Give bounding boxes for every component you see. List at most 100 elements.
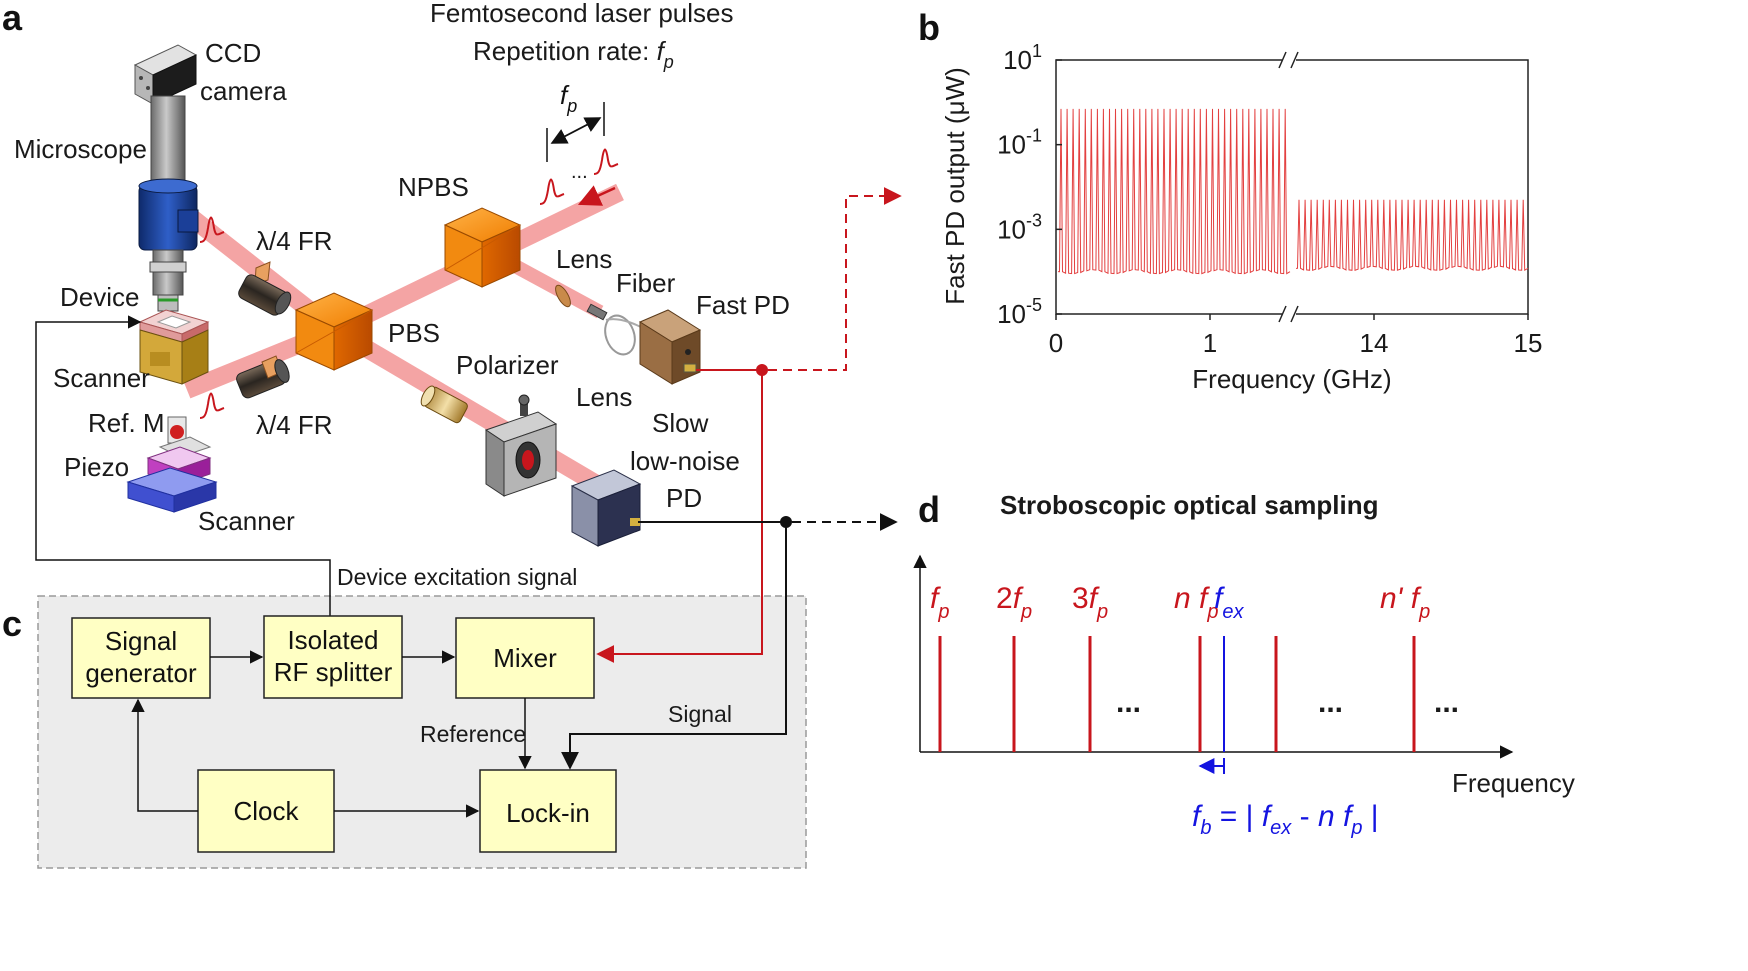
lens-bottom-label: Lens	[576, 382, 632, 412]
fex-label: fex	[1214, 582, 1244, 623]
lens-bottom-icon	[420, 385, 468, 424]
comb-line-label: fp	[930, 582, 949, 623]
x-tick-label: 14	[1360, 328, 1389, 358]
clock-box	[197, 769, 335, 853]
camera-label: camera	[200, 76, 287, 106]
x-tick-label: 0	[1049, 328, 1063, 358]
axis-break-marks	[1278, 51, 1299, 323]
ellipsis-2: ...	[1318, 686, 1343, 719]
y-tick-label: 101	[1003, 41, 1042, 75]
rf-splitter-label-2: RF splitter	[274, 657, 393, 687]
beam-direction-arrow	[577, 185, 616, 206]
pbs-cube-icon	[294, 292, 374, 371]
mixer-box	[455, 617, 595, 699]
polarizer-icon	[484, 394, 558, 497]
comb-segment-2	[1295, 199, 1529, 272]
faraday-rotator-top-icon	[238, 261, 292, 316]
signal-generator-label-2: generator	[85, 658, 197, 688]
lens-top-label: Lens	[556, 244, 612, 274]
panel-d-title: Stroboscopic optical sampling	[1000, 490, 1379, 520]
x-tick-label: 1	[1203, 328, 1217, 358]
polarizer-label: Polarizer	[456, 350, 559, 380]
comb-line-label: 3fp	[1072, 582, 1108, 623]
lockin-label: Lock-in	[506, 798, 590, 828]
panel-d-sampling: Stroboscopic optical sampling Frequency …	[913, 490, 1575, 839]
fiber-label: Fiber	[616, 268, 676, 298]
reference-label: Reference	[420, 721, 526, 747]
fast-pd-label: Fast PD	[696, 290, 790, 320]
qwfr-top-label: λ/4 FR	[256, 226, 333, 256]
pbs-label: PBS	[388, 318, 440, 348]
scanner-top-label: Scanner	[53, 363, 150, 393]
clock-label: Clock	[233, 796, 299, 826]
ellipsis-3: ...	[1434, 686, 1459, 719]
scanner-bottom-icon	[126, 467, 218, 513]
fast-pd-to-mixer-wire	[596, 370, 763, 663]
slow-pd-label-2: low-noise	[630, 446, 740, 476]
y-ticks: 101 10-1 10-3 10-5	[997, 41, 1062, 329]
device-label: Device	[60, 282, 139, 312]
rf-splitter-label-1: Isolated	[287, 625, 378, 655]
slow-pd-label-3: PD	[666, 483, 702, 513]
pulse-icon	[593, 148, 619, 175]
repetition-rate-label: Repetition rate: fp	[473, 36, 674, 72]
y-tick-label: 10-3	[997, 210, 1042, 244]
fast-pd-icon	[638, 309, 702, 385]
frequency-axis-label: Frequency	[1452, 768, 1575, 798]
comb-spectrum	[1057, 108, 1529, 275]
x-tick-label: 15	[1514, 328, 1543, 358]
lockin-box	[479, 769, 617, 853]
signal-generator-label-1: Signal	[105, 626, 177, 656]
y-tick-label: 10-1	[997, 126, 1042, 160]
chart-xlabel: Frequency (GHz)	[1192, 364, 1391, 394]
scanner-bottom-label: Scanner	[198, 506, 295, 536]
panel-label-b: b	[918, 7, 940, 48]
ccd-camera-icon	[133, 44, 198, 105]
comb-line-label: n' fp	[1380, 582, 1430, 623]
microscope-head-icon	[138, 178, 199, 251]
clock-to-gen-arrow	[131, 698, 198, 812]
fp-spacing-label: fp	[560, 80, 577, 116]
signal-generator-box	[71, 617, 211, 699]
x-ticks: 0 1 14 15	[1049, 314, 1543, 358]
ellipsis-1: ...	[1116, 686, 1141, 719]
lens-top-icon	[555, 284, 571, 308]
piezo-label: Piezo	[64, 452, 129, 482]
panel-label-a: a	[2, 0, 23, 38]
beat-equation: fb = | fex - n fp |	[1192, 800, 1379, 839]
laser-title: Femtosecond laser pulses	[430, 0, 733, 28]
slow-pd-to-lockin-wire	[561, 522, 787, 770]
pulse-icon	[199, 392, 225, 419]
objective-lens-icon	[149, 249, 187, 312]
device-excitation-label: Device excitation signal	[337, 564, 577, 590]
faraday-rotator-bottom-icon	[236, 355, 290, 399]
mixer-label: Mixer	[493, 643, 557, 673]
device-excitation-wire	[35, 315, 331, 616]
microscope-tube	[150, 95, 186, 193]
npbs-label: NPBS	[398, 172, 469, 202]
y-tick-label: 10-5	[997, 295, 1042, 329]
comb-line-label: 2fp	[996, 582, 1032, 623]
qwfr-bottom-label: λ/4 FR	[256, 410, 333, 440]
slow-pd-icon	[570, 469, 642, 547]
pulse-icon	[539, 178, 565, 205]
signal-label: Signal	[668, 701, 732, 727]
npbs-cube-icon	[443, 207, 522, 288]
panel-label-d: d	[918, 489, 940, 530]
pulse-dots: ...	[571, 161, 588, 183]
panel-label-c: c	[2, 603, 22, 644]
fp-spacing-arrow	[550, 117, 602, 144]
fast-pd-to-panel-b-arrow	[768, 187, 902, 371]
microscope-label: Microscope	[14, 134, 147, 164]
scanner-top-icon	[139, 329, 209, 385]
comb-segment-1	[1057, 108, 1291, 275]
pulse-icon	[199, 216, 225, 243]
ref-mirror-label: Ref. M	[88, 408, 165, 438]
pulse-shapes	[199, 148, 619, 419]
comb-line-label: n fp	[1174, 582, 1219, 623]
ccd-label: CCD	[205, 38, 261, 68]
slow-pd-label-1: Slow	[652, 408, 709, 438]
